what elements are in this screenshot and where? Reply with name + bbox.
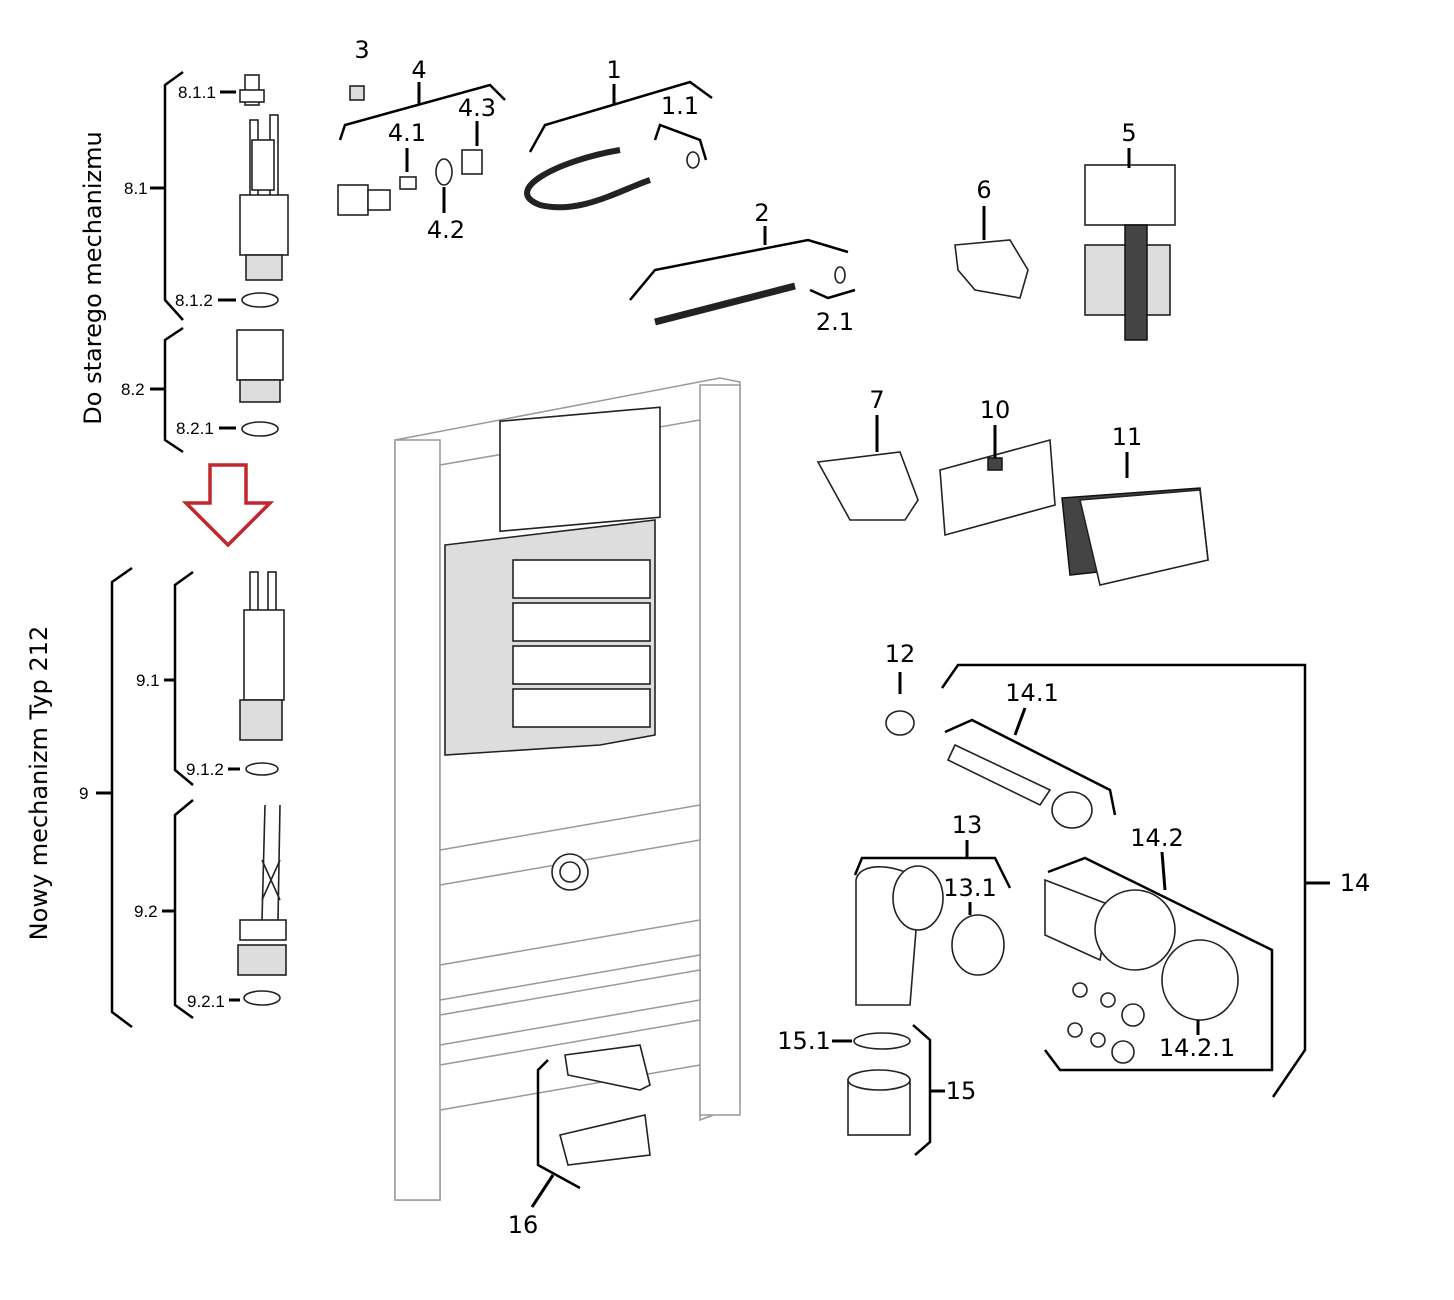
brace-1-1 bbox=[653, 123, 708, 161]
part-16-brackets bbox=[559, 1044, 651, 1166]
label-2-1: 2.1 bbox=[816, 308, 854, 336]
brace-15 bbox=[912, 1024, 932, 1156]
label-8-2-1: 8.2.1 bbox=[176, 419, 214, 438]
brace-9 bbox=[96, 566, 133, 1028]
part-10-plate bbox=[939, 438, 1056, 537]
label-15: 15 bbox=[946, 1077, 977, 1105]
part-8-2-1-seal bbox=[241, 421, 279, 437]
part-5-fill-valve bbox=[1084, 164, 1176, 341]
part-4-3-nut bbox=[461, 149, 483, 175]
part-6-clip bbox=[954, 239, 1029, 299]
down-arrow-icon bbox=[181, 463, 275, 548]
part-9-2-1-seal bbox=[243, 990, 281, 1006]
brace-14-1 bbox=[944, 718, 1117, 816]
label-9-2: 9.2 bbox=[134, 902, 158, 921]
brace-13 bbox=[853, 856, 1012, 889]
label-5: 5 bbox=[1121, 119, 1136, 147]
label-4-1: 4.1 bbox=[388, 119, 426, 147]
leader bbox=[1013, 707, 1027, 736]
part-9-2-flush-valve bbox=[237, 804, 287, 976]
label-12: 12 bbox=[885, 640, 916, 668]
label-8-2: 8.2 bbox=[121, 380, 145, 399]
label-8-1: 8.1 bbox=[124, 179, 148, 198]
label-13: 13 bbox=[952, 811, 983, 839]
label-4: 4 bbox=[411, 56, 426, 84]
part-9-1-2-seal bbox=[245, 762, 279, 776]
label-8-1-2: 8.1.2 bbox=[175, 291, 213, 310]
part-4-1-nipple bbox=[399, 176, 417, 190]
part-2-1-seal bbox=[834, 266, 846, 284]
brand-logo: GEBERIT bbox=[546, 656, 618, 674]
label-14: 14 bbox=[1340, 869, 1371, 897]
label-14-1: 14.1 bbox=[1005, 679, 1058, 707]
part-15-sleeve bbox=[847, 1069, 911, 1136]
part-14-fixings bbox=[1067, 982, 1145, 1064]
label-9-2-1: 9.2.1 bbox=[187, 992, 225, 1011]
part-4-valve bbox=[337, 184, 391, 216]
label-16: 16 bbox=[508, 1211, 539, 1239]
part-8-1-2-seal bbox=[241, 292, 279, 308]
brace-8-2 bbox=[150, 326, 184, 454]
part-8-2-valve-body bbox=[236, 329, 284, 403]
label-9-1-2: 9.1.2 bbox=[186, 760, 224, 779]
brace-16 bbox=[536, 1059, 581, 1190]
label-1: 1 bbox=[606, 56, 621, 84]
label-2: 2 bbox=[754, 199, 769, 227]
label-9: 9 bbox=[79, 784, 88, 803]
part-14-1-pipe bbox=[946, 743, 1093, 829]
part-7-actuator bbox=[816, 451, 919, 521]
label-10: 10 bbox=[980, 396, 1011, 424]
brace-8-1 bbox=[150, 70, 184, 321]
leader bbox=[1160, 851, 1167, 891]
part-labels: 8.1.1 8.1 8.1.2 8.2 8.2.1 9.1 9.1.2 9 9.… bbox=[79, 36, 1370, 1239]
label-7: 7 bbox=[869, 386, 884, 414]
part-1-hose bbox=[524, 147, 651, 211]
label-4-2: 4.2 bbox=[427, 216, 465, 244]
label-3: 3 bbox=[354, 36, 369, 64]
part-4-2-ring bbox=[435, 158, 453, 186]
label-1-1: 1.1 bbox=[661, 92, 699, 120]
label-9-1: 9.1 bbox=[136, 671, 160, 690]
part-14-2-connector bbox=[1044, 878, 1176, 971]
part-8-1-1-clip bbox=[239, 74, 265, 106]
part-14-2-1-seal bbox=[1161, 939, 1239, 1021]
part-8-1-flush-valve bbox=[239, 114, 289, 281]
label-14-2: 14.2 bbox=[1130, 824, 1183, 852]
part-11-cover bbox=[1061, 487, 1209, 586]
title-old-mechanism: Do starego mechanizmu bbox=[79, 131, 107, 424]
label-4-3: 4.3 bbox=[458, 94, 496, 122]
brace-14 bbox=[940, 663, 1307, 1098]
label-6: 6 bbox=[976, 176, 991, 204]
brace-9-2 bbox=[162, 799, 194, 1020]
brace-2-1 bbox=[809, 288, 856, 300]
part-12-seal bbox=[885, 710, 915, 736]
label-14-2-1: 14.2.1 bbox=[1159, 1034, 1235, 1062]
part-13-1-seal bbox=[951, 914, 1005, 976]
label-11: 11 bbox=[1112, 423, 1143, 451]
part-13-bend bbox=[855, 865, 944, 1006]
label-8-1-1: 8.1.1 bbox=[178, 83, 216, 102]
part-9-1-flush-valve bbox=[239, 571, 285, 741]
title-new-mechanism: Nowy mechanizm Typ 212 bbox=[25, 626, 53, 941]
part-15-1-seal bbox=[853, 1032, 911, 1050]
label-13-1: 13.1 bbox=[943, 874, 996, 902]
part-2-hose bbox=[654, 282, 796, 326]
leader bbox=[530, 1174, 555, 1208]
brace-9-1 bbox=[164, 570, 194, 786]
brace-1 bbox=[528, 80, 713, 153]
brace-14-2 bbox=[1044, 856, 1274, 1072]
part-1-1-seal bbox=[686, 151, 700, 169]
brace-2 bbox=[629, 238, 849, 301]
label-15-1: 15.1 bbox=[777, 1027, 830, 1055]
part-3-plug bbox=[349, 85, 365, 101]
installation-frame: GEBERIT bbox=[394, 377, 741, 1201]
